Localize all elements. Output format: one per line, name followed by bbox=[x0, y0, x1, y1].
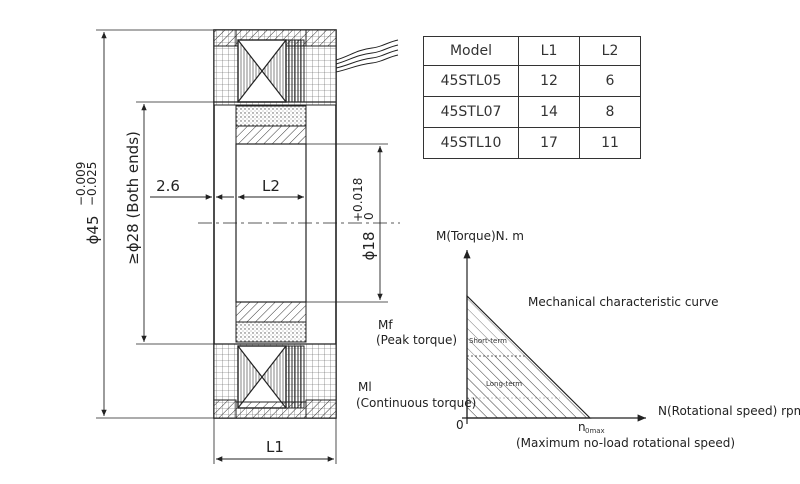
dim-bore-diameter: ϕ18 bbox=[360, 232, 378, 261]
y-axis-label: M(Torque)N. m bbox=[436, 229, 524, 243]
characteristic-curve bbox=[462, 249, 646, 424]
dim-l1: L1 bbox=[266, 438, 284, 456]
cell-l2: 6 bbox=[579, 65, 641, 97]
curve-labels: M(Torque)N. m Mechanical characteristic … bbox=[356, 229, 800, 450]
dim-outer-tol-upper: −0.009 bbox=[74, 162, 88, 206]
mf-label: Mf bbox=[378, 318, 393, 332]
cell-l1: 17 bbox=[518, 127, 580, 159]
dim-outer-tol-lower: −0.025 bbox=[85, 162, 99, 206]
cell-model: 45STL07 bbox=[423, 96, 519, 128]
dim-bore-tol-upper: +0.018 bbox=[351, 178, 365, 222]
dimension-lines bbox=[96, 29, 388, 464]
dim-bore-tol-lower: 0 bbox=[362, 212, 376, 220]
ml-label: Ml bbox=[358, 380, 372, 394]
spec-table-header: Model L1 L2 bbox=[423, 36, 641, 66]
table-row: 45STL10 17 11 bbox=[423, 127, 641, 159]
cell-model: 45STL10 bbox=[423, 127, 519, 159]
table-row: 45STL05 12 6 bbox=[423, 65, 641, 97]
spec-table: Model L1 L2 45STL05 12 6 45STL07 14 8 45… bbox=[423, 36, 641, 159]
dim-offset: 2.6 bbox=[156, 177, 180, 195]
curve-title: Mechanical characteristic curve bbox=[528, 295, 718, 309]
motor-cross-section bbox=[198, 29, 400, 419]
origin-label: 0 bbox=[456, 418, 464, 432]
dim-outer-diameter: ϕ45 bbox=[84, 216, 102, 245]
short-term-label: Short-term bbox=[469, 337, 507, 345]
nmax-desc: (Maximum no-load rotational speed) bbox=[516, 436, 735, 450]
long-term-label: Long-term bbox=[486, 380, 522, 388]
dimension-labels: ϕ45 −0.009 −0.025 ≥ϕ28 (Both ends) ϕ18 +… bbox=[74, 131, 378, 456]
cell-model: 45STL05 bbox=[423, 65, 519, 97]
x-axis-label: N(Rotational speed) rpm bbox=[658, 404, 800, 418]
mf-desc: (Peak torque) bbox=[376, 333, 457, 347]
header-l1: L1 bbox=[518, 36, 580, 66]
nmax-subscript: 0max bbox=[585, 427, 605, 435]
nmax-label: n bbox=[578, 420, 586, 434]
table-row: 45STL07 14 8 bbox=[423, 96, 641, 128]
header-model: Model bbox=[423, 36, 519, 66]
header-l2: L2 bbox=[579, 36, 641, 66]
dim-both-ends: ≥ϕ28 (Both ends) bbox=[124, 131, 142, 265]
cell-l1: 12 bbox=[518, 65, 580, 97]
dim-l2: L2 bbox=[262, 177, 280, 195]
cell-l2: 8 bbox=[579, 96, 641, 128]
cell-l1: 14 bbox=[518, 96, 580, 128]
cell-l2: 11 bbox=[579, 127, 641, 159]
ml-desc: (Continuous torque) bbox=[356, 396, 476, 410]
